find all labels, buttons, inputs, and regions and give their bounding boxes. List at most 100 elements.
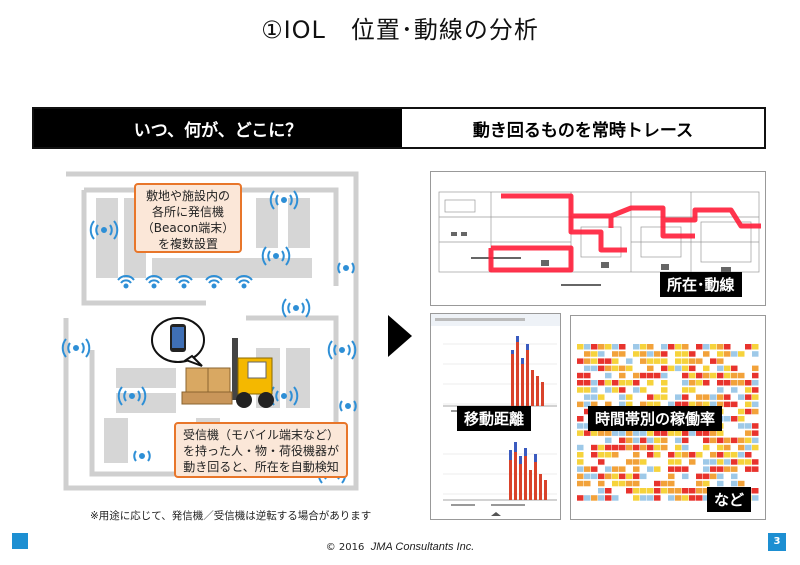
heatmap-cell [682, 466, 689, 472]
heatmap-cell [612, 365, 619, 372]
heatmap-cell [717, 365, 724, 372]
heatmap-cell [696, 380, 703, 386]
heatmap-cell [661, 394, 668, 400]
heatmap-cell [752, 408, 759, 415]
heatmap-cell [633, 473, 640, 480]
heatmap-cell [647, 452, 654, 458]
label-location-trace: 所在･動線 [660, 272, 742, 297]
heatmap-cell [605, 473, 612, 480]
heatmap-cell [703, 394, 710, 400]
heatmap-cell [717, 480, 724, 487]
heatmap-cell [682, 495, 689, 501]
heatmap-cell [696, 358, 703, 364]
heatmap-cell [752, 423, 759, 429]
trace-route [488, 193, 761, 273]
heatmap-cell [710, 372, 717, 379]
heatmap-cell [661, 437, 668, 444]
distance-charts-image [431, 314, 560, 516]
heatmap-cell [703, 365, 710, 372]
heatmap-cell [584, 372, 591, 379]
heatmap-cell [745, 408, 752, 415]
heatmap-cell [745, 459, 752, 465]
heatmap-cell [605, 437, 612, 444]
heatmap-cell [703, 437, 710, 444]
heatmap-cell [626, 480, 633, 487]
heatmap-cell [731, 351, 738, 357]
heatmap-cell [703, 401, 710, 408]
heatmap-cell [598, 351, 605, 357]
slide-title: ①IOL 位置･動線の分析 [261, 16, 539, 44]
heatmap-cell [717, 394, 724, 400]
heatmap-cell [640, 430, 647, 436]
heatmap-cell [696, 430, 703, 436]
heatmap-cell [675, 394, 682, 400]
heatmap-cell [717, 466, 724, 472]
footnote: ※用途に応じて、発信機／受信機は逆転する場合があります [90, 510, 372, 522]
heatmap-cell [577, 495, 584, 501]
heatmap-cell [696, 394, 703, 400]
banner-statement: 動き回るものを常時トレース [402, 109, 764, 147]
heatmap-cell [619, 466, 626, 472]
heatmap-cell [668, 466, 675, 472]
heatmap-cell [724, 365, 731, 372]
heatmap-cell [612, 466, 619, 472]
heatmap-cell [738, 459, 745, 465]
heatmap-cell [605, 444, 612, 451]
copyright-notice: © 2016 JMA Consultants Inc. [0, 541, 800, 553]
heatmap-cell [598, 365, 605, 372]
heatmap-cell [668, 459, 675, 465]
heatmap-cell [717, 344, 724, 350]
heatmap-cell [675, 351, 682, 357]
heatmap-cell [619, 372, 626, 379]
heatmap-cell [682, 372, 689, 379]
heatmap-cell [696, 452, 703, 458]
heatmap-cell [689, 380, 696, 386]
heatmap-cell [612, 380, 619, 386]
heatmap-cell [626, 473, 633, 480]
heatmap-cell [626, 437, 633, 444]
heatmap-cell [661, 480, 668, 487]
heatmap-cell [738, 480, 745, 487]
heatmap-cell [640, 344, 647, 350]
heatmap-cell [605, 488, 612, 494]
heatmap-cell [703, 488, 710, 494]
heatmap-cell [647, 372, 654, 379]
play-arrow-icon [388, 315, 412, 357]
heatmap-cell [661, 372, 668, 379]
heatmap-cell [717, 473, 724, 480]
heatmap-cell [724, 380, 731, 386]
callout-transmitter-note: 敷地や施設内の 各所に発信機 （Beacon端末） を複数設置 [134, 183, 242, 253]
heatmap-cell [668, 344, 675, 350]
heatmap-cell [654, 480, 661, 487]
heatmap-cell [612, 344, 619, 350]
heatmap-cell [745, 452, 752, 458]
heatmap-cell [696, 344, 703, 350]
heatmap-cell [710, 344, 717, 350]
heatmap-cell [724, 401, 731, 408]
heatmap-cell [647, 430, 654, 436]
heatmap-cell [752, 488, 759, 494]
heatmap-cell [696, 495, 703, 501]
heatmap-cell [577, 430, 584, 436]
heatmap-cell [661, 344, 668, 350]
heatmap-cell [626, 358, 633, 364]
heatmap-cell [710, 358, 717, 364]
heatmap-cell [703, 459, 710, 465]
heatmap-cell [710, 437, 717, 444]
heatmap-cell [577, 452, 584, 458]
heatmap-cell [661, 430, 668, 436]
heatmap-cell [675, 365, 682, 372]
heatmap-cell [633, 430, 640, 436]
callout-line: 各所に発信機 [151, 205, 224, 219]
heatmap-cell [717, 401, 724, 408]
heatmap-cell [724, 437, 731, 444]
heatmap-cell [577, 380, 584, 386]
heatmap-cell [724, 416, 731, 422]
heatmap-cell [577, 416, 584, 422]
heatmap-cell [745, 437, 752, 444]
heatmap-cell [731, 365, 738, 372]
heatmap-cell [647, 401, 654, 408]
heatmap-cell [612, 430, 619, 436]
heatmap-cell [619, 351, 626, 357]
heatmap-cell [745, 444, 752, 451]
